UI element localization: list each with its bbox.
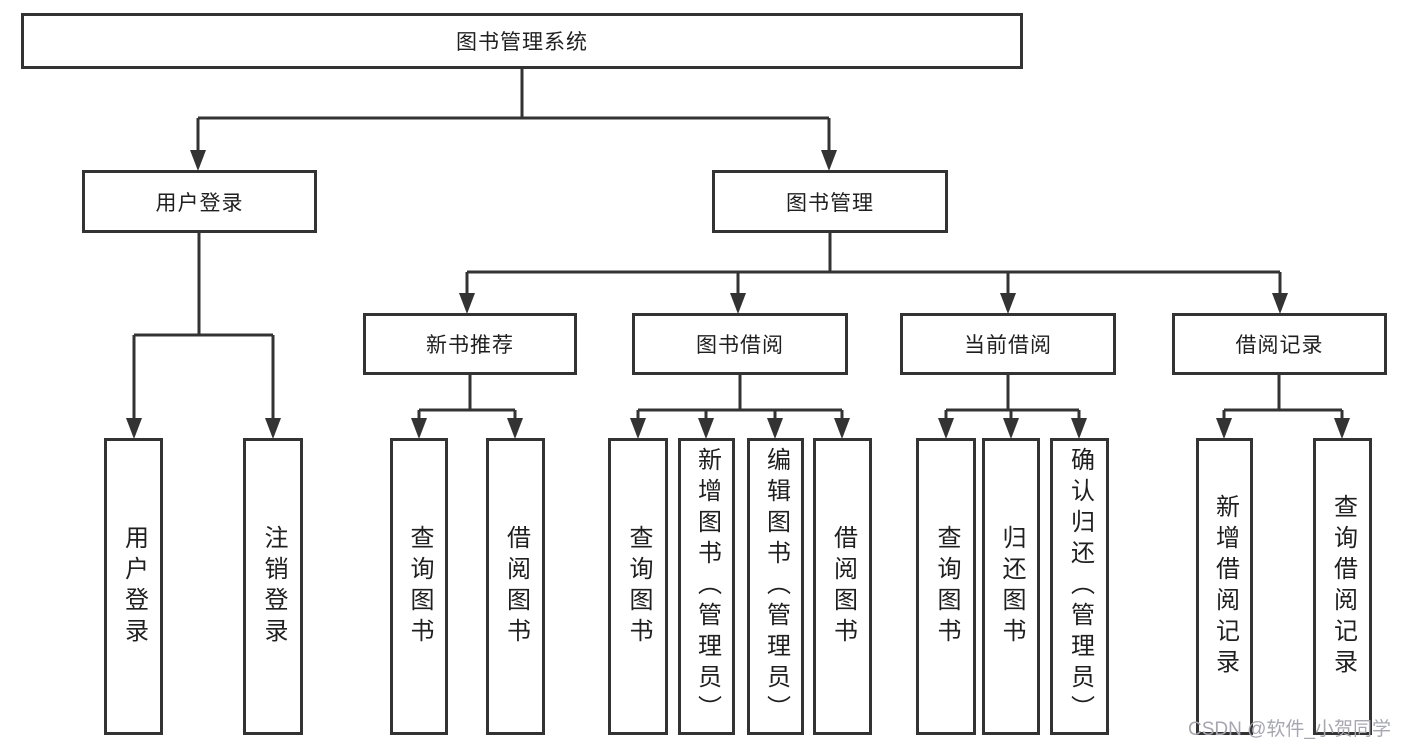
leaf-add-books-admin-label: 新增图书（管理员）	[693, 447, 721, 726]
leaf-logout-login: 注销登录	[243, 438, 303, 735]
leaf-return-books: 归还图书	[982, 438, 1040, 735]
leaf-user-login-label: 用户登录	[120, 524, 148, 649]
leaf-borrow-books-recommend: 借阅图书	[486, 438, 545, 735]
node-book-borrow: 图书借阅	[632, 313, 848, 375]
node-user-login: 用户登录	[82, 170, 317, 233]
node-new-book-recommend-label: 新书推荐	[426, 334, 514, 357]
leaf-query-books-recommend: 查询图书	[390, 438, 448, 735]
leaf-query-borrow-record-label: 查询借阅记录	[1329, 493, 1357, 680]
node-current-borrow-label: 当前借阅	[964, 334, 1052, 357]
leaf-query-books-borrow-label: 查询图书	[625, 524, 652, 649]
node-new-book-recommend: 新书推荐	[363, 313, 577, 375]
leaf-query-books-recommend-label: 查询图书	[406, 524, 433, 649]
leaf-borrow-books-label: 借阅图书	[829, 524, 857, 649]
node-book-management: 图书管理	[712, 170, 948, 233]
leaf-query-books-current: 查询图书	[916, 438, 976, 735]
leaf-query-books-borrow: 查询图书	[608, 438, 668, 735]
leaf-add-borrow-record-label: 新增借阅记录	[1211, 493, 1239, 680]
leaf-confirm-return-admin: 确认归还（管理员）	[1050, 438, 1109, 735]
leaf-logout-login-label: 注销登录	[260, 524, 287, 649]
watermark: CSDN @软件_小贺同学	[1188, 719, 1391, 740]
leaf-edit-books-admin: 编辑图书（管理员）	[747, 438, 804, 735]
node-borrow-records-label: 借阅记录	[1235, 334, 1324, 357]
leaf-borrow-books: 借阅图书	[813, 438, 872, 735]
node-borrow-records: 借阅记录	[1172, 313, 1387, 375]
leaf-return-books-label: 归还图书	[998, 524, 1025, 649]
node-root-label: 图书管理系统	[456, 31, 588, 54]
leaf-user-login: 用户登录	[104, 438, 163, 735]
leaf-query-books-current-label: 查询图书	[933, 524, 960, 649]
leaf-confirm-return-admin-label: 确认归还（管理员）	[1066, 447, 1094, 726]
node-user-login-label: 用户登录	[155, 191, 244, 215]
node-root: 图书管理系统	[21, 13, 1023, 69]
leaf-edit-books-admin-label: 编辑图书（管理员）	[762, 447, 790, 726]
leaf-borrow-books-recommend-label: 借阅图书	[502, 524, 530, 649]
node-current-borrow: 当前借阅	[900, 313, 1116, 375]
leaf-add-borrow-record: 新增借阅记录	[1196, 438, 1253, 735]
leaf-query-borrow-record: 查询借阅记录	[1313, 438, 1372, 735]
node-book-management-label: 图书管理	[786, 191, 874, 215]
node-book-borrow-label: 图书借阅	[696, 334, 784, 357]
leaf-add-books-admin: 新增图书（管理员）	[678, 438, 735, 735]
